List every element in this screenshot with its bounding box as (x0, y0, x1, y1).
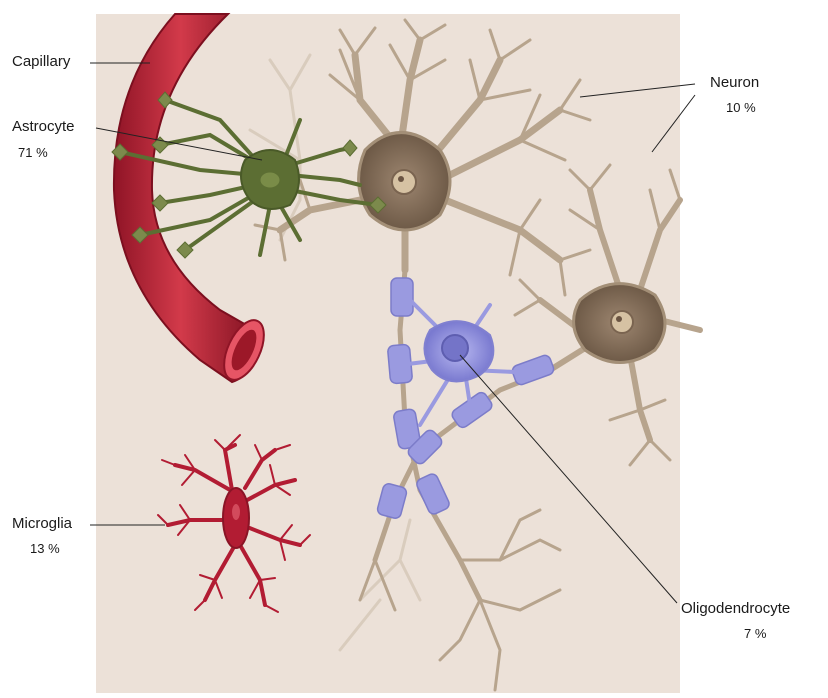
oligodendrocyte-percent: 7 % (744, 626, 766, 641)
label-microglia: Microglia (12, 515, 72, 532)
neuron-percent: 10 % (726, 100, 756, 115)
label-astrocyte: Astrocyte (12, 118, 75, 135)
label-oligodendrocyte: Oligodendrocyte (681, 600, 790, 617)
label-capillary: Capillary (12, 53, 70, 70)
microglia-percent: 13 % (30, 541, 60, 556)
right-neuron-nucleus (611, 311, 633, 333)
label-neuron: Neuron (710, 74, 759, 91)
astrocyte-percent: 71 % (18, 145, 48, 160)
upper-neuron-nucleus (392, 170, 416, 194)
